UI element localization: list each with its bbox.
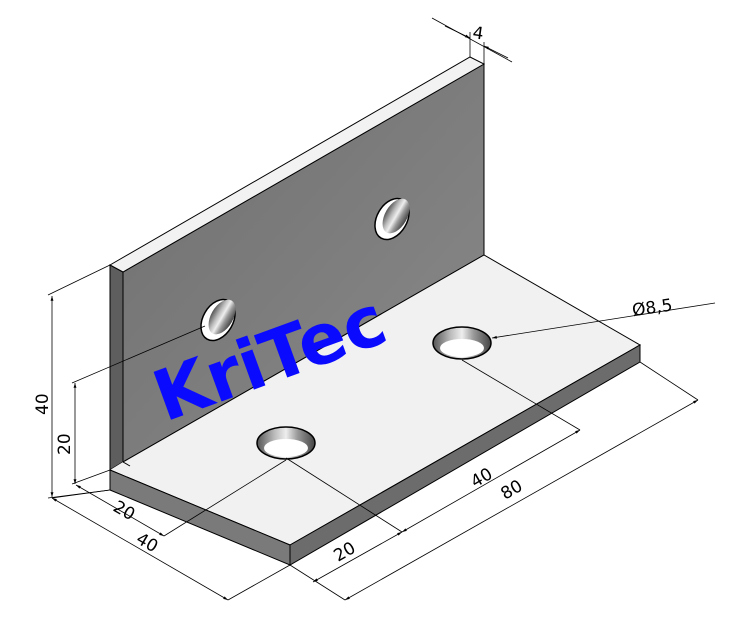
hole-wall-right — [374, 197, 410, 241]
dim-hole-diameter: Ø8,5 — [631, 296, 674, 321]
hole-wall-left — [200, 298, 236, 342]
vertical-plate — [108, 56, 486, 471]
dimension-lines — [47, 17, 716, 601]
dim-depth-total: 40 — [133, 529, 162, 557]
dim-length-hole-offset: 20 — [331, 538, 360, 566]
dim-depth-hole: 20 — [110, 497, 139, 525]
dim-height-total: 40 — [33, 393, 53, 415]
dim-hole-height: 20 — [55, 433, 75, 455]
hole-base-front — [256, 426, 316, 460]
hole-base-back — [432, 326, 492, 360]
dim-thickness: 4 — [471, 23, 485, 44]
dim-length-hole-spacing: 40 — [468, 464, 497, 492]
